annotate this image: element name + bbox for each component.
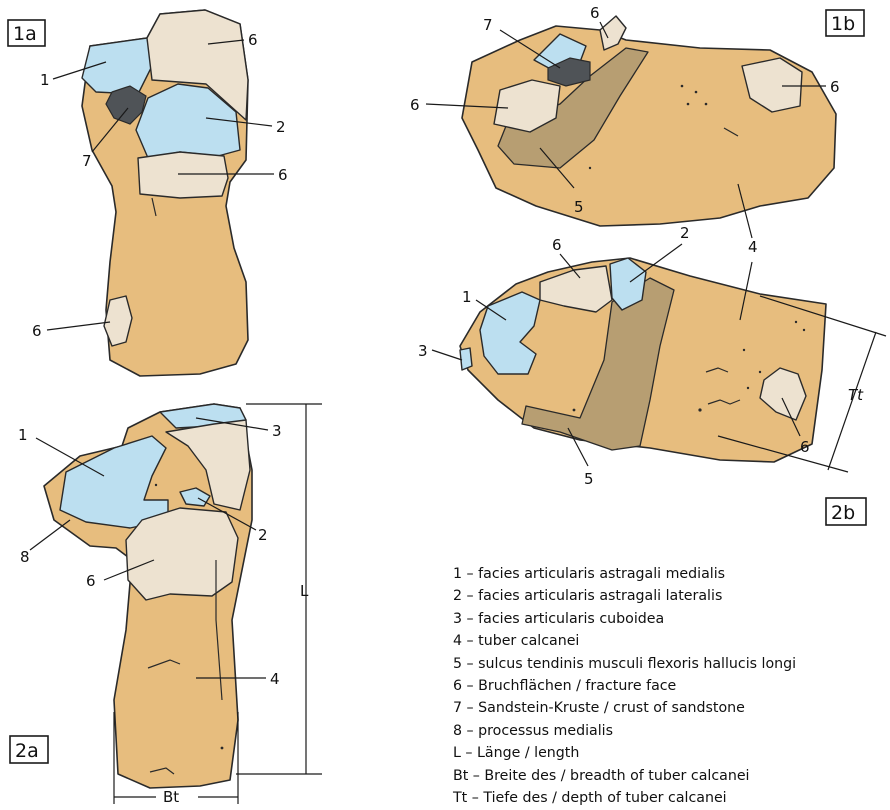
panel-label-1b: 1b bbox=[831, 13, 855, 35]
fracture-face-mid-1a bbox=[138, 152, 228, 198]
callout-3-2a: 3 bbox=[272, 422, 282, 440]
measure-l-label: L bbox=[300, 582, 309, 600]
legend-item: 3 – facies articularis cuboidea bbox=[453, 608, 796, 630]
callout-2-1a: 2 bbox=[276, 118, 286, 136]
legend-item: 5 – sulcus tendinis musculi flexoris hal… bbox=[453, 653, 796, 675]
legend-item: 8 – processus medialis bbox=[453, 720, 796, 742]
legend-item: 6 – Bruchflächen / fracture face bbox=[453, 675, 796, 697]
callout-1-1a: 1 bbox=[40, 71, 50, 89]
callout-7-1a: 7 bbox=[82, 152, 92, 170]
callout-6-2b-top: 6 bbox=[552, 236, 562, 254]
callout-2-2a: 2 bbox=[258, 526, 268, 544]
fracture-face-mid-2a bbox=[126, 508, 238, 600]
callout-6-1a-top: 6 bbox=[248, 31, 258, 49]
callout-6-1b-top: 6 bbox=[590, 4, 600, 22]
callout-5-2b: 5 bbox=[584, 470, 594, 488]
legend-item: L – Länge / length bbox=[453, 742, 796, 764]
callout-4-shared: 4 bbox=[748, 238, 758, 256]
callout-1-2b: 1 bbox=[462, 288, 472, 306]
callout-6-2b-right: 6 bbox=[800, 438, 810, 456]
callout-3-2b: 3 bbox=[418, 342, 428, 360]
callout-5-1b: 5 bbox=[574, 198, 584, 216]
legend-item: Bt – Breite des / breadth of tuber calca… bbox=[453, 765, 796, 787]
legend: 1 – facies articularis astragali mediali… bbox=[453, 563, 796, 809]
panel-label-2b: 2b bbox=[831, 502, 855, 524]
callout-1-2a: 1 bbox=[18, 426, 28, 444]
callout-4-2a: 4 bbox=[270, 670, 280, 688]
panel-label-1a: 1a bbox=[13, 23, 37, 45]
view-2a bbox=[44, 404, 252, 788]
callout-8-2a: 8 bbox=[20, 548, 30, 566]
callout-2-2b: 2 bbox=[680, 224, 690, 242]
callout-6-2a: 6 bbox=[86, 572, 96, 590]
callout-6-1b-right: 6 bbox=[830, 78, 840, 96]
legend-item: 1 – facies articularis astragali mediali… bbox=[453, 563, 796, 585]
callout-6-1a-low: 6 bbox=[32, 322, 42, 340]
view-2b bbox=[460, 258, 826, 462]
legend-item: 4 – tuber calcanei bbox=[453, 630, 796, 652]
panel-label-2a: 2a bbox=[15, 740, 39, 762]
view-1b bbox=[462, 16, 836, 226]
legend-item: Tt – Tiefe des / depth of tuber calcanei bbox=[453, 787, 796, 809]
callout-6-1a-mid: 6 bbox=[278, 166, 288, 184]
legend-item: 2 – facies articularis astragali lateral… bbox=[453, 585, 796, 607]
view-1a bbox=[82, 10, 248, 376]
measure-tt-label: Tt bbox=[848, 386, 864, 404]
measure-bt-label: Bt bbox=[163, 788, 179, 806]
callout-6-1b-left: 6 bbox=[410, 96, 420, 114]
articular-surface-3-2b bbox=[460, 348, 472, 370]
legend-item: 7 – Sandstein-Kruste / crust of sandston… bbox=[453, 697, 796, 719]
callout-7-1b: 7 bbox=[483, 16, 493, 34]
